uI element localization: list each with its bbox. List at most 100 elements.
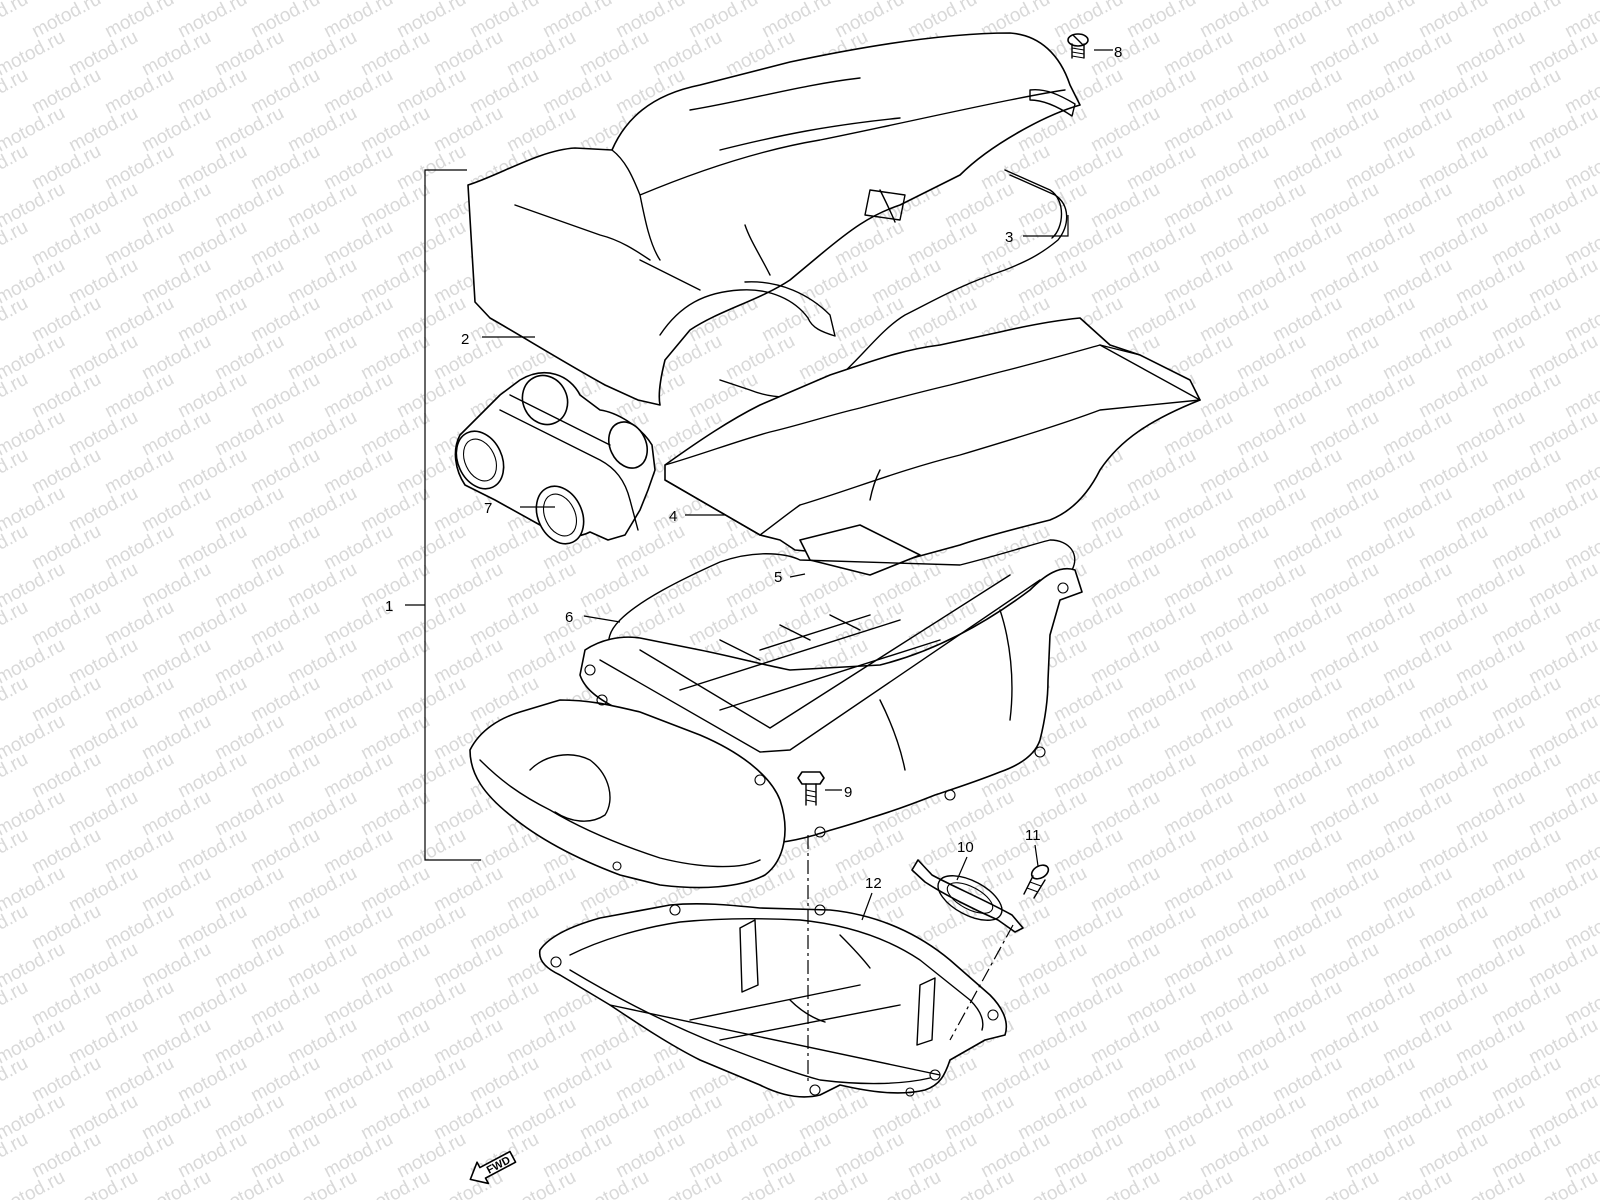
watermark-text: motod.ru	[138, 255, 214, 309]
watermark-text: motod.ru	[1452, 711, 1528, 765]
watermark-text: motod.ru	[101, 369, 177, 423]
watermark-text: motod.ru	[101, 825, 177, 879]
watermark-text: motod.ru	[1196, 65, 1272, 119]
watermark-text: motod.ru	[1525, 255, 1600, 309]
watermark-text: motod.ru	[1452, 635, 1528, 689]
bolt-icon	[797, 771, 825, 806]
watermark-text: motod.ru	[466, 825, 542, 879]
watermark-text: motod.ru	[0, 521, 32, 575]
watermark-text: motod.ru	[174, 217, 250, 271]
watermark-text: motod.ru	[0, 1053, 32, 1107]
watermark-text: motod.ru	[1488, 217, 1564, 271]
gasket-plate	[911, 859, 1024, 933]
watermark-text: motod.ru	[1452, 1015, 1528, 1069]
watermark-text: motod.ru	[320, 521, 396, 575]
watermark-text: motod.ru	[1379, 255, 1455, 309]
watermark-text: motod.ru	[430, 27, 506, 81]
watermark-text: motod.ru	[211, 559, 287, 613]
watermark-text: motod.ru	[1379, 939, 1455, 993]
callout-6: 6	[565, 609, 573, 626]
watermark-text: motod.ru	[941, 787, 1017, 841]
watermark-text: motod.ru	[612, 1053, 688, 1107]
watermark-text: motod.ru	[1379, 863, 1455, 917]
watermark-text: motod.ru	[1488, 597, 1564, 651]
watermark-text: motod.ru	[211, 407, 287, 461]
watermark-text: motod.ru	[1050, 749, 1126, 803]
watermark-text: motod.ru	[0, 0, 32, 42]
watermark-text: motod.ru	[284, 711, 360, 765]
watermark-text: motod.ru	[138, 863, 214, 917]
watermark-text: motod.ru	[357, 787, 433, 841]
watermark-text: motod.ru	[1269, 521, 1345, 575]
watermark-text: motod.ru	[795, 1167, 871, 1200]
watermark-text: motod.ru	[101, 597, 177, 651]
watermark-text: motod.ru	[1087, 179, 1163, 233]
watermark-text: motod.ru	[0, 65, 32, 119]
watermark-text: motod.ru	[649, 559, 725, 613]
watermark-text: motod.ru	[1123, 901, 1199, 955]
watermark-text: motod.ru	[1050, 977, 1126, 1031]
watermark-text: motod.ru	[1452, 1091, 1528, 1145]
watermark-text: motod.ru	[138, 407, 214, 461]
watermark-text: motod.ru	[1160, 103, 1236, 157]
watermark-text: motod.ru	[941, 1167, 1017, 1200]
watermark-text: motod.ru	[284, 1091, 360, 1145]
watermark-text: motod.ru	[1160, 179, 1236, 233]
watermark-text: motod.ru	[0, 217, 32, 271]
watermark-text: motod.ru	[0, 977, 32, 1031]
watermark-text: motod.ru	[320, 1053, 396, 1107]
watermark-text: motod.ru	[65, 331, 141, 385]
watermark-text: motod.ru	[1415, 977, 1491, 1031]
watermark-text: motod.ru	[1233, 407, 1309, 461]
watermark-text: motod.ru	[1014, 1167, 1090, 1200]
watermark-text: motod.ru	[1014, 179, 1090, 233]
watermark-text: motod.ru	[1160, 407, 1236, 461]
watermark-text: motod.ru	[430, 559, 506, 613]
watermark-text: motod.ru	[1160, 1015, 1236, 1069]
callout-7: 7	[484, 500, 492, 517]
watermark-text: motod.ru	[1452, 27, 1528, 81]
watermark-text: motod.ru	[65, 1167, 141, 1200]
watermark-text: motod.ru	[211, 711, 287, 765]
watermark-text: motod.ru	[320, 141, 396, 195]
intake-funnels	[454, 371, 656, 545]
watermark-text: motod.ru	[320, 1129, 396, 1183]
watermark-text: motod.ru	[539, 1053, 615, 1107]
watermark-text: motod.ru	[320, 369, 396, 423]
watermark-text: motod.ru	[430, 863, 506, 917]
watermark-text: motod.ru	[320, 825, 396, 879]
watermark-text: motod.ru	[758, 1129, 834, 1183]
watermark-text: motod.ru	[393, 673, 469, 727]
watermark-text: motod.ru	[1014, 1091, 1090, 1145]
watermark-text: motod.ru	[758, 293, 834, 347]
watermark-text: motod.ru	[28, 445, 104, 499]
watermark-text: motod.ru	[649, 27, 725, 81]
watermark-text: motod.ru	[1306, 863, 1382, 917]
watermark-text: motod.ru	[1306, 1167, 1382, 1200]
watermark-text: motod.ru	[284, 1015, 360, 1069]
watermark-text: motod.ru	[1452, 559, 1528, 613]
watermark-text: motod.ru	[1452, 939, 1528, 993]
watermark-text: motod.ru	[1415, 293, 1491, 347]
watermark-text: motod.ru	[1452, 483, 1528, 537]
watermark-text: motod.ru	[247, 141, 323, 195]
watermark-text: motod.ru	[1269, 65, 1345, 119]
watermark-text: motod.ru	[357, 559, 433, 613]
watermark-text: motod.ru	[466, 901, 542, 955]
watermark-text: motod.ru	[1415, 369, 1491, 423]
watermark-text: motod.ru	[320, 749, 396, 803]
watermark-text: motod.ru	[1415, 217, 1491, 271]
watermark-text: motod.ru	[211, 635, 287, 689]
watermark-text: motod.ru	[1488, 673, 1564, 727]
watermark-text: motod.ru	[284, 787, 360, 841]
watermark-text: motod.ru	[247, 597, 323, 651]
callout-12: 12	[865, 875, 882, 892]
watermark-text: motod.ru	[1123, 1129, 1199, 1183]
watermark-text: motod.ru	[211, 1091, 287, 1145]
watermark-text: motod.ru	[1087, 1167, 1163, 1200]
watermark-text: motod.ru	[1196, 141, 1272, 195]
watermark-text: motod.ru	[1087, 939, 1163, 993]
watermark-text: motod.ru	[211, 255, 287, 309]
watermark-text: motod.ru	[174, 65, 250, 119]
watermark-text: motod.ru	[649, 1167, 725, 1200]
